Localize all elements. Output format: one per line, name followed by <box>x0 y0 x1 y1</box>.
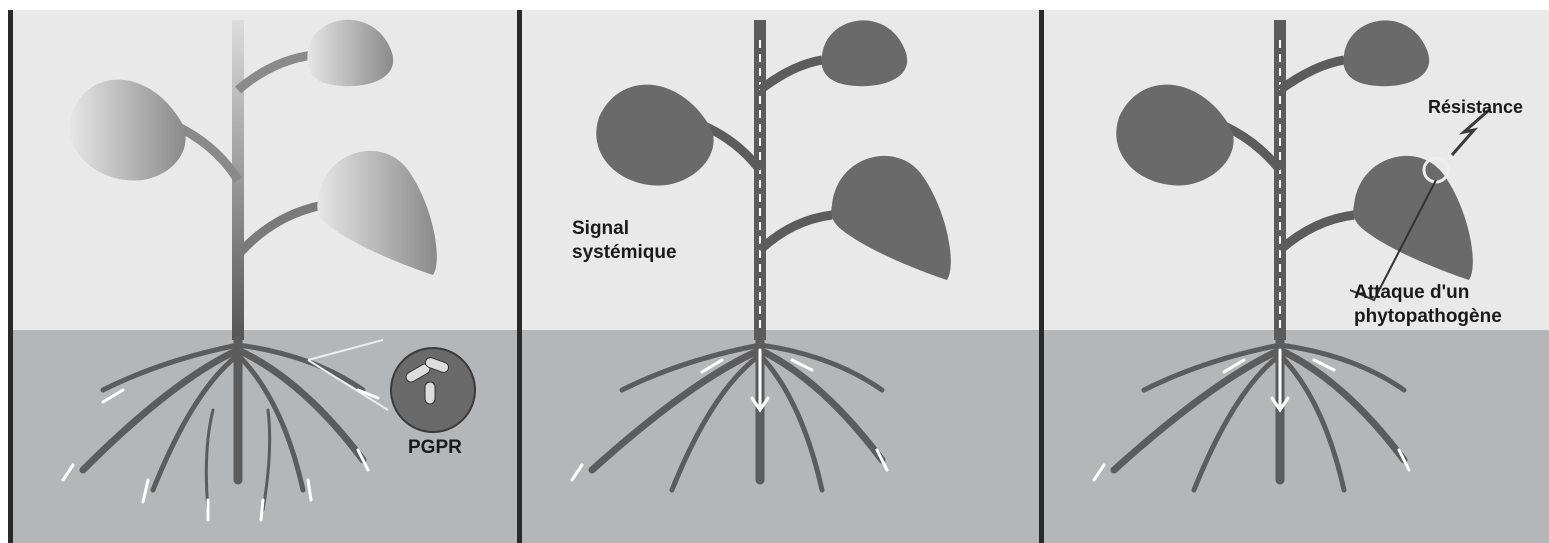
pgpr-label: PGPR <box>408 437 462 459</box>
signal-label-line2: systémique <box>572 242 677 264</box>
sky-area <box>522 10 1039 330</box>
sky-area <box>1044 10 1549 330</box>
panel-2-illustration <box>522 10 1039 543</box>
panel-1-illustration <box>13 10 517 543</box>
sky-area <box>13 10 517 330</box>
panel-resistance: Résistance Attaque d'un phytopathogène <box>1044 10 1549 543</box>
attack-label-line1: Attaque d'un <box>1354 282 1469 304</box>
resistance-label: Résistance <box>1428 96 1523 118</box>
panel-3-illustration <box>1044 10 1549 543</box>
attack-label-line2: phytopathogène <box>1354 306 1502 328</box>
panel-colonization: PGPR <box>13 10 517 543</box>
signal-label-line1: Signal <box>572 218 629 240</box>
panel-systemic-signal: Signal systémique <box>522 10 1039 543</box>
